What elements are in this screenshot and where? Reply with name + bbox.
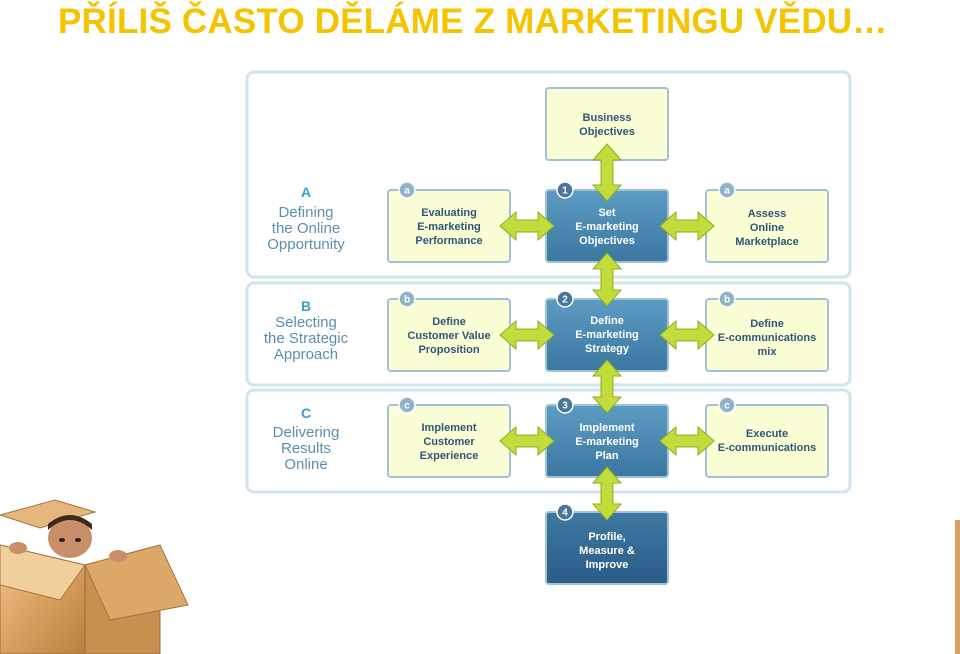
row-label-line: Results — [281, 440, 331, 457]
box-text-line: Objectives — [579, 235, 635, 247]
man-in-box-illustration — [0, 499, 189, 654]
box-text-line: Define — [432, 316, 466, 328]
box-text-line: E-marketing — [575, 329, 639, 341]
box-text-line: Marketplace — [735, 236, 799, 248]
badge-label: c — [404, 401, 410, 412]
box-text-line: Objectives — [579, 126, 635, 138]
horizontal-arrows — [499, 210, 715, 457]
row-label-line: the Online — [272, 220, 340, 237]
right-box-a: Assess Online Marketplace — [705, 189, 829, 263]
box-text-line: Evaluating — [421, 207, 477, 219]
badge: b — [718, 290, 736, 308]
badge: a — [398, 181, 416, 199]
badge-label: b — [404, 295, 410, 306]
box-text-line: Plan — [595, 450, 619, 462]
row-label-line: Approach — [274, 346, 338, 363]
badge-label: 3 — [562, 401, 568, 412]
row-label-line: Defining — [278, 204, 333, 221]
box-text-line: Implement — [579, 422, 634, 434]
double-arrow-icon — [591, 252, 623, 307]
vertical-arrows — [591, 143, 623, 521]
center-box-4: Profile, Measure & Improve — [545, 511, 669, 585]
box-text-line: Measure & — [579, 545, 635, 557]
box-text-line: Implement — [421, 422, 476, 434]
box-text-line: Set — [598, 207, 615, 219]
badge: 3 — [556, 396, 574, 414]
row-letter: B — [301, 298, 311, 314]
decorative-edge — [955, 520, 960, 654]
box-text-line: Performance — [415, 235, 482, 247]
double-arrow-icon — [499, 425, 555, 457]
center-box-3: Implement E-marketing Plan — [545, 404, 669, 478]
badge-label: 2 — [562, 295, 568, 306]
box-text-line: Online — [750, 222, 784, 234]
box-text-line: Define — [750, 318, 784, 330]
box-text-line: E-marketing — [575, 436, 639, 448]
badge-label: b — [724, 295, 730, 306]
badge: b — [398, 290, 416, 308]
badge-label: a — [404, 186, 410, 197]
box-text-line: E-communications — [718, 332, 816, 344]
row-label-line: the Strategic — [264, 330, 349, 347]
box-text-line: Profile, — [588, 531, 625, 543]
box-text-line: Experience — [420, 450, 479, 462]
double-arrow-icon — [591, 143, 623, 202]
box-text-line: Strategy — [585, 343, 630, 355]
badge-label: 1 — [562, 186, 568, 197]
page-title: PŘÍLIŠ ČASTO DĚLÁME Z MARKETINGU VĚDU… — [58, 2, 888, 41]
box-text-line: E-communications — [718, 442, 816, 454]
row-label-line: Selecting — [275, 314, 337, 331]
row-letter: C — [301, 405, 311, 421]
box-text-line: Business — [583, 112, 632, 124]
left-box-b: Define Customer Value Proposition — [387, 298, 511, 372]
double-arrow-icon — [659, 319, 715, 351]
box-text-line: Improve — [586, 559, 629, 571]
double-arrow-icon — [591, 359, 623, 414]
badges: a 1 a b 2 b c 3 c 4 — [398, 181, 736, 521]
badge-label: 4 — [562, 508, 568, 519]
right-box-b: Define E-communications mix — [705, 298, 829, 372]
row-label-line: Opportunity — [267, 236, 345, 253]
badge: 4 — [556, 503, 574, 521]
box-text-line: E-marketing — [417, 221, 481, 233]
right-box-c: Execute E-communications — [705, 404, 829, 478]
box-text-line: Customer Value — [407, 330, 490, 342]
badge-label: a — [724, 186, 730, 197]
left-box-c: Implement Customer Experience — [387, 404, 511, 478]
box-text-line: mix — [758, 346, 778, 358]
box-text-line: Define — [590, 315, 624, 327]
box-text-line: Execute — [746, 428, 788, 440]
left-box-a: Evaluating E-marketing Performance — [387, 189, 511, 263]
business-objectives-box: Business Objectives — [545, 87, 669, 161]
box-text-line: Assess — [748, 208, 787, 220]
double-arrow-icon — [499, 210, 555, 242]
badge: 1 — [556, 181, 574, 199]
box-text-line: E-marketing — [575, 221, 639, 233]
double-arrow-icon — [659, 210, 715, 242]
row-label-a: A Defining the Online Opportunity — [267, 184, 345, 253]
box-text-line: Proposition — [418, 344, 479, 356]
double-arrow-icon — [499, 319, 555, 351]
row-label-b: B Selecting the Strategic Approach — [264, 298, 349, 363]
badge: 2 — [556, 290, 574, 308]
badge: c — [718, 396, 736, 414]
row-letter: A — [301, 184, 311, 200]
badge: c — [398, 396, 416, 414]
double-arrow-icon — [659, 425, 715, 457]
badge: a — [718, 181, 736, 199]
double-arrow-icon — [591, 466, 623, 521]
row-label-c: C Delivering Results Online — [273, 405, 340, 473]
row-label-line: Online — [284, 456, 327, 473]
row-label-line: Delivering — [273, 424, 340, 441]
badge-label: c — [724, 401, 730, 412]
box-text-line: Customer — [423, 436, 475, 448]
